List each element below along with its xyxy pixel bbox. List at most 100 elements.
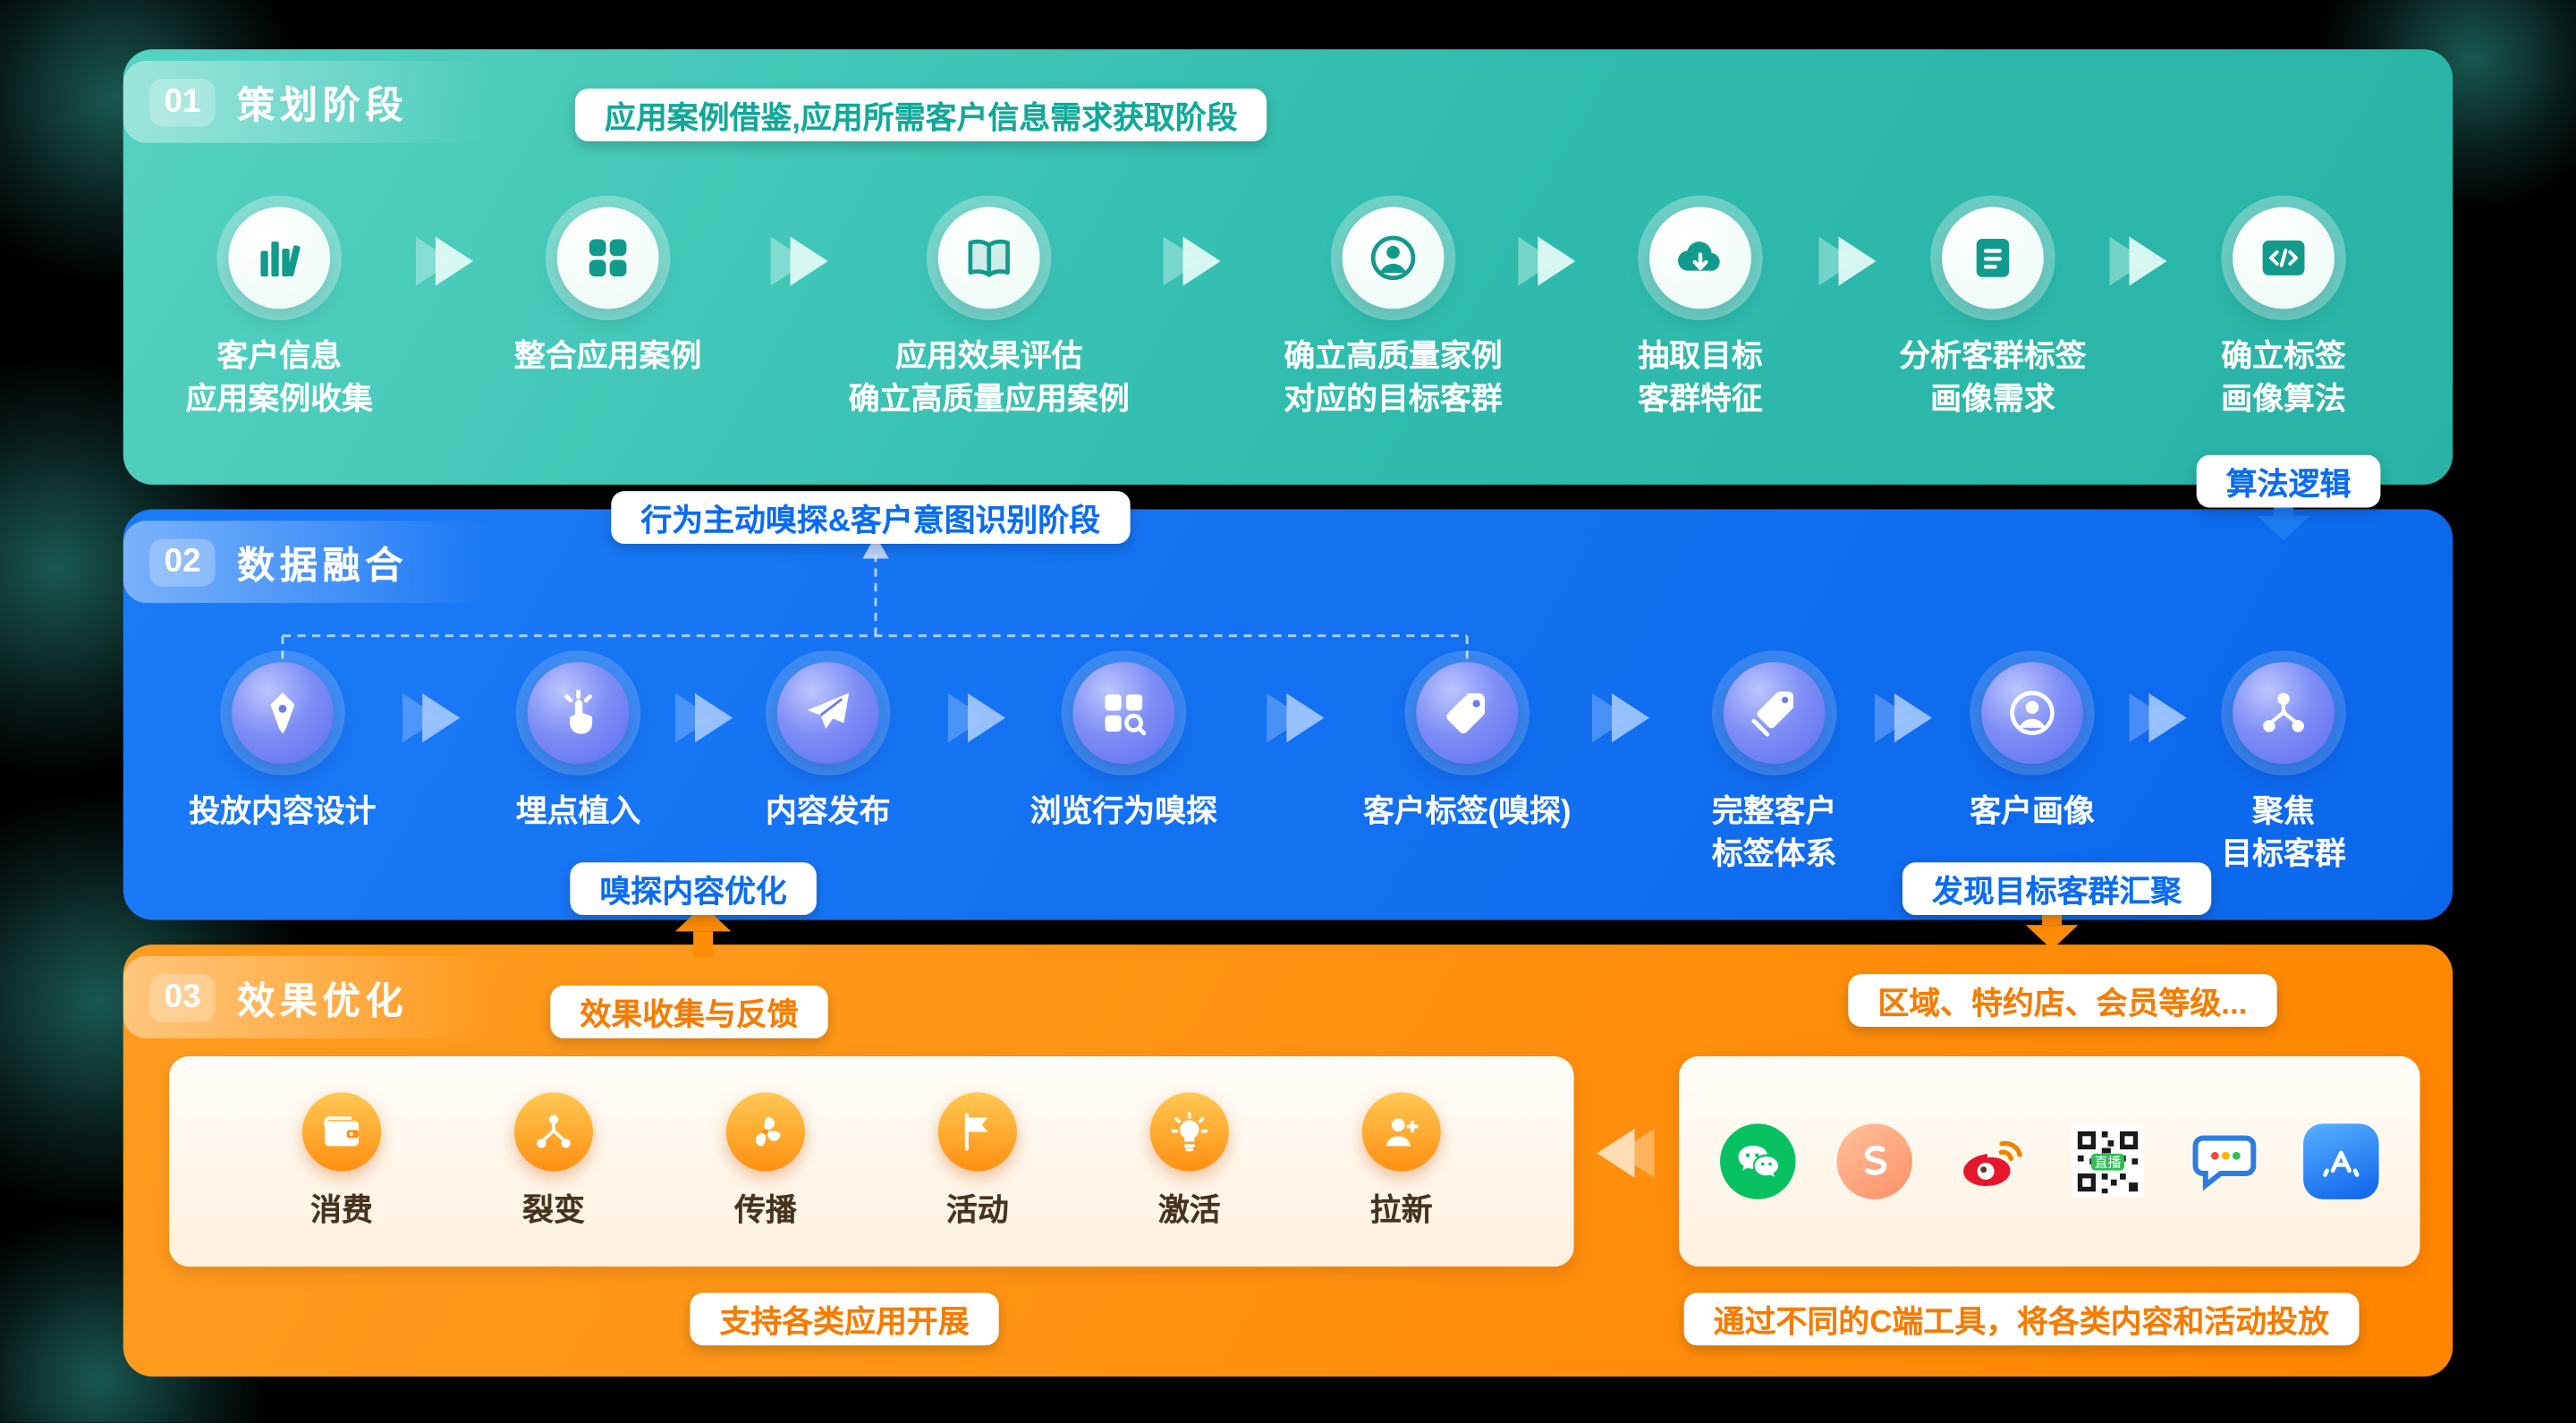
phase1-step-evaluate: 应用效果评估 确立高质量应用案例 xyxy=(817,207,1162,420)
phase3-header: 03 效果优化 xyxy=(123,955,494,1038)
arrow-right-icon xyxy=(1818,236,1877,286)
app-label: 拉新 xyxy=(1369,1194,1433,1229)
cloud-download-icon xyxy=(1649,207,1751,309)
phase1-step-extract-features: 抽取目标 客群特征 xyxy=(1528,207,1873,420)
weibo-icon xyxy=(1953,1123,2029,1199)
step-label: 应用效果评估 确立高质量应用案例 xyxy=(848,340,1130,417)
wechat-icon xyxy=(1720,1123,1796,1199)
step-label: 客户标签(嗅探) xyxy=(1362,794,1572,830)
step-label: 投放内容设计 xyxy=(189,794,377,830)
step-label: 完整客户 标签体系 xyxy=(1711,794,1837,872)
phase1-step-algorithm: 确立标签 画像算法 xyxy=(2111,207,2456,420)
arrow-right-icon xyxy=(1163,236,1222,286)
tap-icon xyxy=(527,662,630,765)
c-end-tools-label: 通过不同的C端工具，将各类内容和活动投放 xyxy=(1683,1292,2360,1346)
step-label: 浏览行为嗅探 xyxy=(1030,794,1218,830)
svg-text:直播: 直播 xyxy=(2095,1155,2122,1170)
applications-box: 消费 裂变 传播 活动 激活 拉新 xyxy=(169,1056,1574,1267)
step-label: 分析客群标签 画像需求 xyxy=(1899,340,2087,417)
gather-target-group-tag: 发现目标客群汇聚 xyxy=(1902,862,2212,916)
arrow-left-icon xyxy=(1597,1128,1656,1178)
phase2-number: 02 xyxy=(149,538,216,586)
phase2-title: 数据融合 xyxy=(236,543,408,587)
app-label: 激活 xyxy=(1157,1194,1221,1229)
tag-icon xyxy=(1416,662,1519,765)
app-activity: 活动 xyxy=(937,1092,1017,1230)
phase1-step-analyze-tags: 分析客群标签 画像需求 xyxy=(1820,207,2165,420)
sniff-optimize-tag: 嗅探内容优化 xyxy=(570,862,817,916)
app-label: 活动 xyxy=(945,1194,1009,1229)
app-label: 裂变 xyxy=(522,1194,585,1229)
arrow-right-icon xyxy=(415,236,475,286)
app-spread: 传播 xyxy=(725,1092,805,1230)
open-book-icon xyxy=(937,207,1040,309)
phase2-step-content-design: 投放内容设计 xyxy=(110,662,455,834)
phase2-step-sniff-behavior: 浏览行为嗅探 xyxy=(951,662,1296,834)
region-tag: 区域、特约店、会员等级... xyxy=(1848,974,2277,1027)
arrow-right-icon xyxy=(1518,236,1577,286)
step-label: 客户画像 xyxy=(1970,794,2095,830)
app-consume: 消费 xyxy=(301,1092,382,1230)
arrow-right-icon xyxy=(1874,693,1934,743)
step-label: 抽取目标 客群特征 xyxy=(1638,340,1763,417)
wallet-icon xyxy=(301,1092,382,1172)
phase1-banner: 应用案例借鉴,应用所需客户信息需求获取阶段 xyxy=(574,89,1267,141)
document-icon xyxy=(1942,207,2044,309)
phase2-step-tag-system: 完整客户 标签体系 xyxy=(1602,662,1947,876)
arrow-right-icon xyxy=(2129,693,2188,743)
arrow-right-icon xyxy=(947,693,1007,743)
support-apps-label: 支持各类应用开展 xyxy=(690,1292,999,1346)
chat-bubble-icon xyxy=(2187,1123,2262,1199)
step-label: 客户信息 应用案例收集 xyxy=(185,340,373,417)
network-icon xyxy=(2233,662,2334,765)
phase1-title: 策划阶段 xyxy=(236,83,408,127)
bulb-icon xyxy=(1149,1092,1229,1172)
arrow-right-icon xyxy=(2109,236,2168,286)
phase2-step-customer-tag: 客户标签(嗅探) xyxy=(1294,662,1640,834)
phase2-banner: 行为主动嗅探&客户意图识别阶段 xyxy=(611,491,1131,544)
user-plus-icon xyxy=(1361,1092,1441,1172)
code-icon xyxy=(2233,207,2334,309)
step-label: 确立标签 画像算法 xyxy=(2221,340,2346,417)
app-activate: 激活 xyxy=(1149,1092,1229,1230)
phase1-step-collect: 客户信息 应用案例收集 xyxy=(106,207,452,420)
arrow-right-icon xyxy=(674,693,734,743)
channels-box: 直播 xyxy=(1679,1056,2420,1267)
user-circle-icon xyxy=(1342,207,1445,309)
app-label: 传播 xyxy=(733,1194,797,1229)
phase3-title: 效果优化 xyxy=(236,978,408,1022)
phase2-step-portrait: 客户画像 xyxy=(1860,662,2205,834)
phase1-header: 01 策划阶段 xyxy=(123,60,494,143)
live-qrcode-icon: 直播 xyxy=(2070,1123,2145,1199)
phase1-number: 01 xyxy=(149,78,216,126)
phase2-step-tracking: 埋点植入 xyxy=(406,662,751,834)
step-label: 聚焦 目标客群 xyxy=(2221,794,2346,872)
app-fission: 裂变 xyxy=(513,1092,594,1230)
arrow-right-icon xyxy=(1591,693,1651,743)
flag-icon xyxy=(937,1092,1017,1172)
bar-books-icon xyxy=(228,207,331,309)
arrow-right-icon xyxy=(402,693,462,743)
grid-search-icon xyxy=(1072,662,1175,765)
step-label: 埋点植入 xyxy=(515,794,641,830)
step-label: 整合应用案例 xyxy=(513,340,702,375)
tags-icon xyxy=(1723,662,1826,765)
avatar-icon xyxy=(1981,662,2083,765)
split-icon xyxy=(513,1092,594,1172)
paper-plane-icon xyxy=(776,662,879,765)
s-curve-social-icon xyxy=(1836,1123,1912,1199)
phase1-step-integrate: 整合应用案例 xyxy=(436,207,781,378)
arrow-right-icon xyxy=(770,236,829,286)
phase3-number: 03 xyxy=(149,973,216,1021)
step-label: 确立高质量家例 对应的目标客群 xyxy=(1284,340,1503,417)
phase2-step-publish: 内容发布 xyxy=(656,662,1001,834)
step-label: 内容发布 xyxy=(765,794,891,830)
arrow-right-icon xyxy=(1267,693,1326,743)
pen-icon xyxy=(231,662,334,765)
app-store-icon xyxy=(2303,1123,2379,1199)
app-acquire: 拉新 xyxy=(1361,1092,1441,1230)
fan-icon xyxy=(725,1092,805,1172)
phase1-step-target-group: 确立高质量家例 对应的目标客群 xyxy=(1221,207,1566,420)
feedback-tag: 效果收集与反馈 xyxy=(550,986,828,1038)
grid-icon xyxy=(556,207,659,309)
